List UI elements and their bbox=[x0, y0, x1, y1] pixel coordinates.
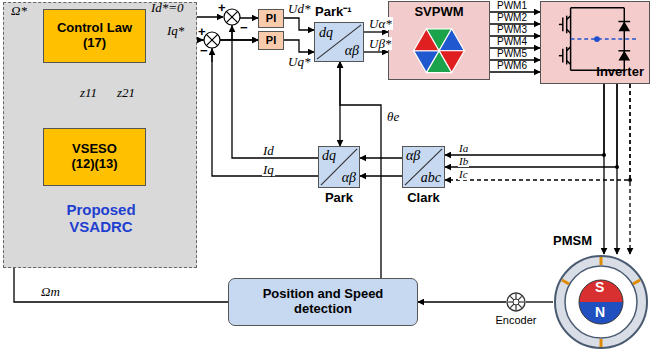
signal-name: Ud* bbox=[287, 2, 311, 15]
signal-name: z11 bbox=[79, 86, 98, 99]
controller-group: Proposed VSADRC Control Law (17) VSESO (12… bbox=[3, 2, 197, 268]
signal-name: PWM2 bbox=[496, 13, 528, 23]
pi-controller-box: PI bbox=[258, 9, 284, 28]
signal-name: Ωm bbox=[40, 285, 61, 298]
signal-name: Id*=0 bbox=[150, 1, 185, 14]
node-caption: Park⁻¹ bbox=[315, 5, 352, 20]
signal-name: Iq* bbox=[166, 24, 185, 37]
signal-name: Id bbox=[262, 144, 275, 157]
signal-connector bbox=[364, 51, 388, 52]
signal-name: Uq* bbox=[287, 55, 311, 68]
signal-connector bbox=[340, 62, 381, 278]
signal-name: PWM1 bbox=[496, 1, 528, 11]
node-caption: Park bbox=[299, 191, 379, 206]
signal-connector bbox=[445, 84, 617, 167]
pole-letter: S bbox=[594, 281, 605, 294]
signal-name: Ib bbox=[458, 156, 469, 167]
signal-name: PWM4 bbox=[496, 37, 528, 47]
control-law-box: Control Law (17) bbox=[43, 9, 146, 63]
speed-reference: Ω* bbox=[10, 4, 28, 17]
signal-connector bbox=[284, 40, 314, 52]
junction-feedback-arrow bbox=[231, 26, 232, 40]
detection-box: Position and Speed detection bbox=[228, 278, 418, 326]
signal-connector bbox=[490, 71, 540, 72]
sum-sign: + bbox=[197, 25, 207, 38]
encoder-icon bbox=[506, 292, 526, 312]
node-caption: PMSM bbox=[553, 234, 592, 249]
motor: PMSM bbox=[553, 254, 649, 350]
sum-sign: + bbox=[217, 1, 227, 14]
signal-connector bbox=[445, 84, 630, 180]
junction-feedback-arrow bbox=[211, 49, 212, 62]
node-label: PI bbox=[266, 34, 276, 47]
inverse-park-box: Park⁻¹dqαβ bbox=[314, 22, 364, 62]
pole-letter: N bbox=[594, 306, 606, 319]
signal-name: Iq bbox=[262, 163, 275, 176]
signal-name: Uβ* bbox=[368, 37, 392, 50]
signal-name: PWM6 bbox=[496, 61, 528, 71]
signal-connector bbox=[364, 31, 388, 32]
signal-connector bbox=[603, 84, 604, 254]
summing-junction bbox=[224, 9, 240, 25]
node-caption: αβ bbox=[342, 170, 356, 186]
node-label: PI bbox=[266, 12, 276, 25]
signal-name: PWM5 bbox=[496, 49, 528, 59]
sum-sign: − bbox=[199, 44, 209, 57]
signal-connector bbox=[526, 301, 553, 302]
signal-connector bbox=[629, 84, 630, 254]
node-caption: αβ bbox=[345, 43, 359, 59]
motor-illustration bbox=[553, 254, 649, 350]
node-caption: abc bbox=[421, 170, 441, 186]
inverter-box: Inverter bbox=[540, 1, 650, 84]
signal-connector bbox=[284, 18, 314, 30]
node-caption: dq bbox=[319, 25, 333, 41]
sum-sign: − bbox=[239, 21, 249, 34]
node-label: SVPWM bbox=[414, 2, 463, 20]
signal-connector bbox=[339, 62, 340, 146]
phase-tap-dots bbox=[602, 153, 632, 182]
node-caption: dq bbox=[322, 148, 336, 164]
signal-name: z21 bbox=[116, 86, 136, 99]
park-box: dqαβPark bbox=[318, 146, 360, 188]
svpwm-box: SVPWM bbox=[388, 1, 490, 80]
node-label: Position and Speed detection bbox=[238, 287, 408, 317]
signal-name: Uα* bbox=[368, 17, 393, 30]
node-label: Control Law (17) bbox=[50, 21, 140, 51]
signal-name: PWM3 bbox=[496, 25, 528, 35]
signal-connector bbox=[232, 18, 318, 158]
encoder: Encoder bbox=[506, 292, 526, 312]
signal-connector bbox=[445, 84, 604, 155]
observer-box: VSESO (12)(13) bbox=[43, 128, 146, 186]
signal-connector bbox=[212, 40, 318, 176]
signal-name: Ic bbox=[458, 169, 469, 180]
clark-box: αβabcClark bbox=[402, 146, 445, 188]
pi-controller-box: PI bbox=[258, 31, 284, 50]
signal-name: θe bbox=[386, 110, 400, 123]
node-caption: Inverter bbox=[596, 65, 644, 80]
node-label: VSESO (12)(13) bbox=[60, 142, 130, 172]
node-caption: Proposed VSADRC bbox=[51, 201, 151, 236]
node-caption: αβ bbox=[406, 148, 420, 164]
node-caption: Clark bbox=[383, 191, 464, 206]
node-caption: Encoder bbox=[476, 314, 556, 327]
signal-connector bbox=[418, 301, 506, 302]
signal-name: Ia bbox=[458, 143, 469, 154]
